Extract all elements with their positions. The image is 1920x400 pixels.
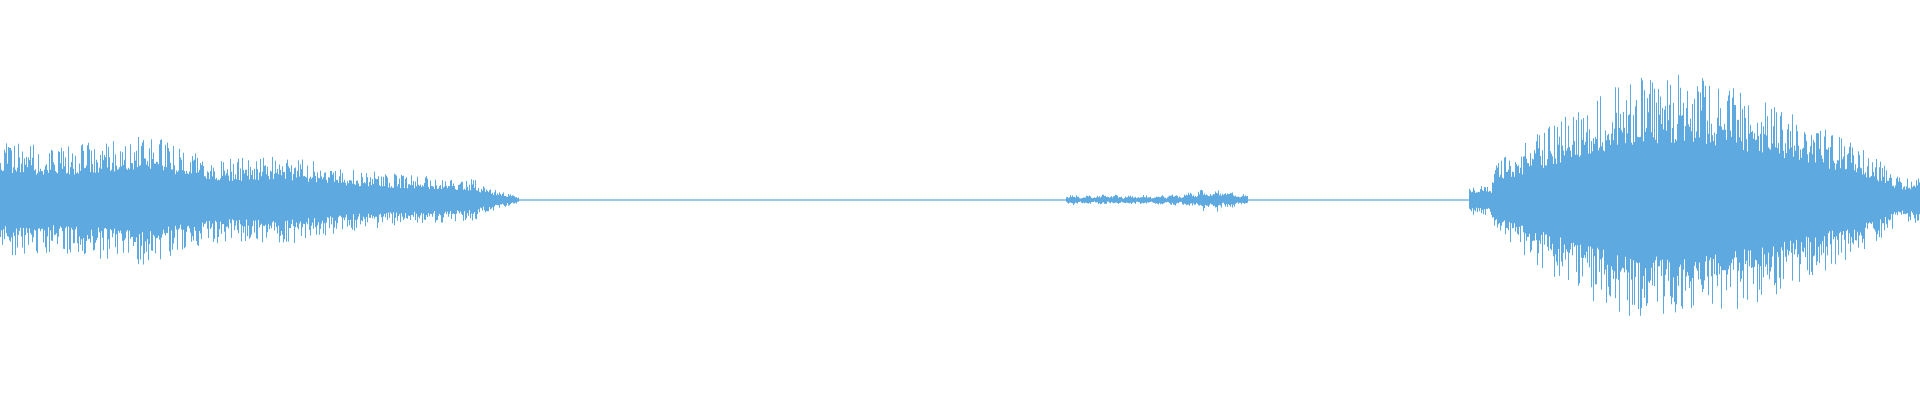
waveform-samples <box>0 74 1920 316</box>
